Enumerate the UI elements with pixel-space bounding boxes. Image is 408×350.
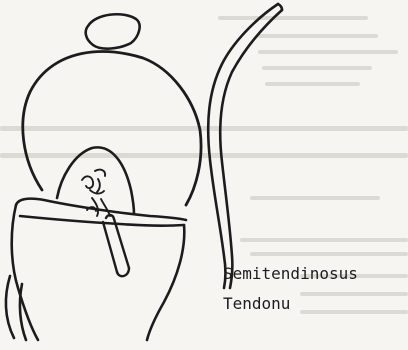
tibia-right-side bbox=[147, 225, 184, 340]
patella bbox=[86, 14, 140, 48]
tendon-label-line-2: Tendonu bbox=[223, 296, 290, 312]
tibia-left-side bbox=[12, 205, 38, 340]
femur-outline bbox=[23, 51, 201, 205]
tendon-label-line-1: Semitendinosus bbox=[223, 266, 358, 282]
semitendinosus-tendon bbox=[208, 4, 282, 288]
